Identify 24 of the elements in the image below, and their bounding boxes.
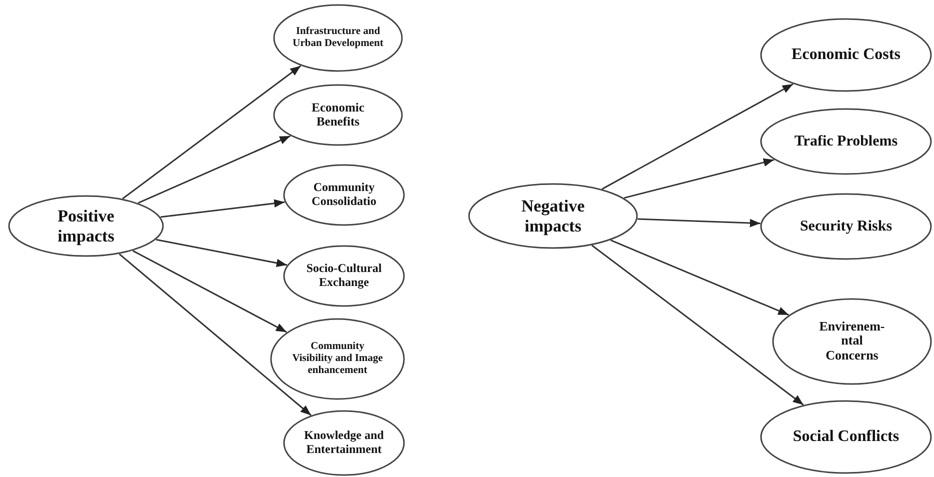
node-label: Community Visibility and Image enhancement [291,340,384,378]
node-label: Community Consolidatio [310,181,378,209]
arrow [138,135,291,204]
arrow [156,238,288,268]
node-label: Social Conflicts [792,428,900,446]
arrow [610,240,789,316]
node-label: Security Risks [798,218,894,236]
node-label: Socio-Cultural Exchange [305,262,383,290]
node-label: Trafic Problems [793,132,899,150]
arrow [160,199,285,218]
arrow [118,253,312,416]
node-label: Economic Costs [791,46,901,64]
node-label: Infrastructure and Urban Development [292,26,384,50]
arrow [122,65,302,200]
arrow [624,158,774,199]
node-label: Knowledge and Entertainment [303,429,385,457]
node-label: Economic Benefits [310,100,366,130]
arrow [602,83,794,190]
arrow [591,244,804,406]
arrow [132,250,287,333]
arrow [638,218,760,228]
node-label: Positive impacts [56,206,116,246]
node-label: Negative impacts [520,196,586,236]
node-label: Envirenem- ntal Concerns [818,319,886,364]
